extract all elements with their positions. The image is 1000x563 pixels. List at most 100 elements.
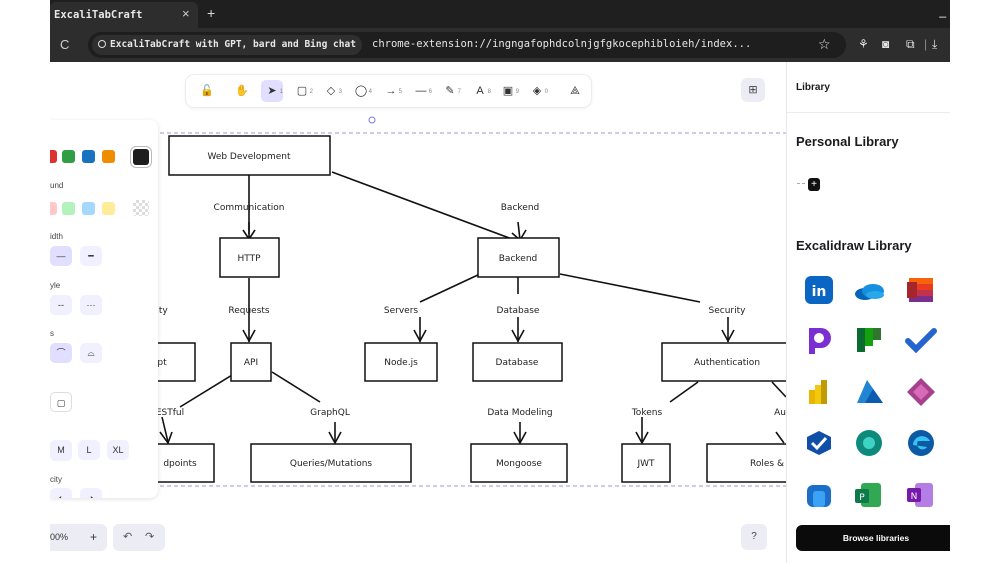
tab-title: ExcaliTabCraft [54, 9, 143, 21]
todo-check-icon[interactable] [905, 324, 937, 356]
edge-label-tokens: Tokens [631, 408, 663, 418]
bg-color-red[interactable] [50, 202, 57, 215]
undo-button[interactable]: ↶ [123, 531, 133, 543]
tool-selection-button[interactable]: ➤1 [261, 80, 283, 102]
node-web-development-box [168, 135, 331, 176]
power-automate-icon[interactable] [803, 324, 835, 356]
tool-draw-button[interactable]: ✎7 [439, 80, 461, 102]
library-toggle-icon[interactable]: ⊞ [741, 78, 765, 102]
stroke-style-dashed-button[interactable]: -- [50, 295, 72, 315]
node-nodejs-box [364, 342, 438, 382]
office-icon[interactable] [905, 274, 937, 306]
lock-icon: 🔓 [200, 85, 214, 97]
node-mongoose-label: Mongoose [496, 459, 542, 469]
mind-map-diagram[interactable]: Web Development HTTP Backend pt API Node… [50, 62, 786, 563]
edge-api-restful [179, 371, 238, 408]
opacity-button-b[interactable]: ◑ [80, 488, 102, 498]
stroke-style-dotted-button[interactable]: ··· [80, 295, 102, 315]
bg-color-green[interactable] [62, 202, 75, 215]
url-text[interactable]: chrome-extension://ingngafophdcolnjgfgko… [372, 38, 752, 50]
sloppiness-cartoonist-button[interactable]: ⌓ [80, 343, 102, 363]
bg-color-transparent[interactable] [133, 200, 149, 216]
help-button[interactable]: ? [741, 524, 767, 550]
onedrive-icon[interactable] [853, 274, 885, 306]
tool-eraser-button[interactable]: ◈0 [526, 80, 548, 102]
puzzle-icon[interactable]: ⧉ [906, 37, 915, 51]
tab-close-icon[interactable]: × [182, 6, 190, 21]
tool-hand-button[interactable]: ✋ [231, 80, 253, 102]
zoom-level[interactable]: 00% [50, 532, 69, 542]
layers-button[interactable]: ▢ [50, 392, 72, 412]
node-backend-box [477, 237, 560, 278]
stroke-color-green[interactable] [62, 150, 75, 163]
edge-backend-security [559, 273, 701, 303]
eraser-icon: ◈ [532, 85, 542, 97]
opacity-button-a[interactable]: ◐ [50, 488, 72, 498]
site-info-icon [98, 40, 106, 48]
onenote-icon[interactable]: N [905, 479, 937, 511]
stroke-width-thin-button[interactable]: — [50, 246, 72, 266]
reload-icon[interactable]: C [60, 37, 70, 52]
tool-image-button[interactable]: ▣9 [497, 80, 519, 102]
font-size-l-button[interactable]: L [78, 440, 100, 460]
tool-line-button[interactable]: —6 [410, 80, 433, 102]
browser-tab-strip: ExcaliTabCraft × + _ [50, 0, 950, 28]
tool-more-button[interactable]: ⟁ [564, 80, 586, 102]
rectangle-icon: ▢ [296, 85, 308, 97]
edge-label-backend: Backend [501, 203, 539, 213]
tool-rectangle-button[interactable]: ▢2 [291, 80, 313, 102]
node-http-label: HTTP [237, 254, 261, 264]
font-size-xl-button[interactable]: XL [107, 440, 129, 460]
tool-shortcut-key: 3 [338, 89, 342, 95]
window-minimize-icon[interactable]: _ [939, 4, 946, 18]
azure-icon[interactable] [853, 376, 885, 408]
arrow-endpoints [159, 431, 173, 445]
tool-arrow-button[interactable]: →5 [380, 80, 403, 102]
new-tab-icon[interactable]: + [207, 5, 216, 21]
linkedin-icon[interactable]: in [803, 274, 835, 306]
library-header: Library [796, 82, 830, 93]
tool-diamond-button[interactable]: ◇3 [320, 80, 342, 102]
tool-lock-button[interactable]: 🔓 [196, 80, 218, 102]
power-apps-icon[interactable] [905, 376, 937, 408]
redo-button[interactable]: ↷ [145, 531, 155, 543]
browse-libraries-button[interactable]: Browse libraries [796, 525, 950, 551]
arrow-jwt [635, 431, 649, 445]
library-sidebar: Library Personal Library + Excalidraw Li… [786, 62, 950, 563]
bookmark-star-icon[interactable]: ☆ [818, 36, 831, 52]
intune-icon[interactable] [803, 427, 835, 459]
undo-redo-group: ↶ ↷ [113, 524, 165, 551]
node-endpoints-label: dpoints [163, 459, 197, 469]
bg-color-yellow[interactable] [102, 202, 115, 215]
zoom-in-button[interactable]: + [90, 530, 98, 544]
stroke-color-current[interactable] [133, 149, 149, 165]
planner-icon[interactable] [853, 324, 885, 356]
viva-icon[interactable] [853, 427, 885, 459]
address-bar[interactable]: ExcaliTabCraft with GPT, bard and Bing c… [88, 32, 846, 58]
stroke-color-blue[interactable] [82, 150, 95, 163]
bg-color-blue[interactable] [82, 202, 95, 215]
stroke-color-red[interactable] [50, 150, 57, 163]
download-icon[interactable]: ⤓ [932, 37, 938, 51]
image-icon: ▣ [502, 85, 514, 97]
power-bi-icon[interactable] [803, 376, 835, 408]
site-info-chip[interactable]: ExcaliTabCraft with GPT, bard and Bing c… [92, 35, 362, 55]
sloppiness-artist-button[interactable]: ⌒ [50, 343, 72, 363]
drawing-canvas[interactable]: Web Development HTTP Backend pt API Node… [50, 62, 786, 563]
teams-room-icon[interactable] [803, 479, 835, 511]
extension-icon[interactable]: ⚘ [858, 37, 869, 51]
node-roles-label: Roles & [750, 459, 784, 469]
arrow-mongoose [513, 431, 527, 445]
site-chip-label: ExcaliTabCraft with GPT, bard and Bing c… [110, 39, 356, 50]
add-to-library-icon[interactable]: + [808, 178, 820, 191]
edge-browser-icon[interactable] [905, 427, 937, 459]
stroke-width-bold-button[interactable]: ━ [80, 246, 102, 266]
font-size-m-button[interactable]: M [50, 440, 72, 460]
browser-tab[interactable]: ExcaliTabCraft × [50, 2, 198, 28]
project-icon[interactable]: P [853, 479, 885, 511]
stroke-color-orange[interactable] [102, 150, 115, 163]
tool-ellipse-button[interactable]: ◯4 [350, 80, 372, 102]
profile-extension-icon[interactable]: ◙ [882, 37, 890, 51]
edge-root-backend-a [331, 171, 521, 243]
